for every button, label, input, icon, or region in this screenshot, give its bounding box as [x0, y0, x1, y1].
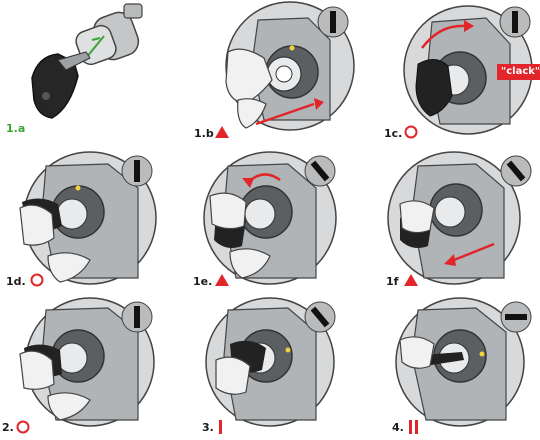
- hand-illustration: [216, 357, 250, 394]
- panel-3: [180, 296, 360, 440]
- single-bar-icon: [218, 420, 224, 434]
- panel-2: [0, 296, 180, 440]
- triangle-icon: [403, 273, 419, 287]
- step-label-1d: 1d.: [6, 275, 26, 288]
- key-position-icon: [122, 302, 152, 332]
- key-illustration: [32, 52, 90, 118]
- step-label-3: 3.: [202, 421, 214, 434]
- step-label-2: 2.: [2, 421, 14, 434]
- hand-illustration: [400, 201, 434, 233]
- circle-icon: [30, 273, 44, 287]
- circle-icon: [16, 420, 30, 434]
- step-label-1e: 1e.: [193, 275, 212, 288]
- key-position-icon: [500, 7, 530, 37]
- triangle-icon: [214, 125, 230, 139]
- key-position-icon: [305, 156, 335, 186]
- step-label-1a: 1.a: [6, 122, 25, 135]
- key-position-icon: [501, 156, 531, 186]
- double-bar-icon: [408, 420, 420, 434]
- clack-callout: "clack": [497, 64, 540, 80]
- panel-4: [360, 296, 540, 440]
- step-label-1b: 1.b: [194, 127, 214, 140]
- key-position-icon: [305, 302, 335, 332]
- key-position-icon: [501, 302, 531, 332]
- step-label-4: 4.: [392, 421, 404, 434]
- circle-icon: [404, 125, 418, 139]
- panel-1d: [0, 148, 180, 298]
- key-position-icon: [122, 156, 152, 186]
- step-label-1f: 1f: [386, 275, 398, 288]
- panel-1a: [0, 0, 180, 150]
- step-label-1c: 1c.: [384, 127, 402, 140]
- hand-illustration: [400, 337, 434, 368]
- triangle-icon: [214, 273, 230, 287]
- key-position-icon: [318, 7, 348, 37]
